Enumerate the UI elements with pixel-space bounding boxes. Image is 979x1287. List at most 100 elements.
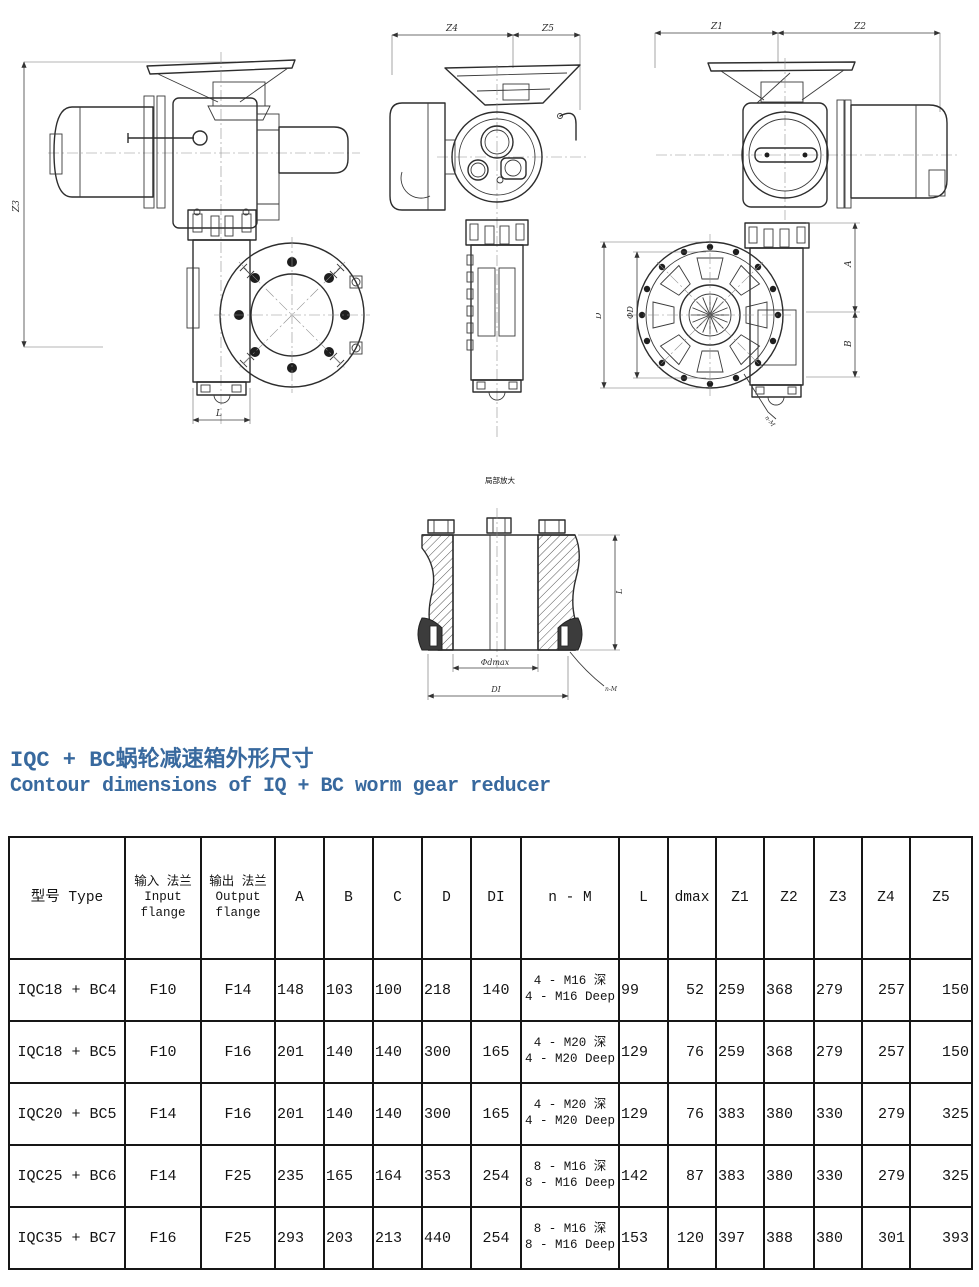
table-cell: 140 <box>372 1082 423 1146</box>
handwheel <box>146 59 296 75</box>
handwheel <box>707 61 856 72</box>
table-cell: 279 <box>861 1144 911 1208</box>
header-b: B <box>323 836 374 960</box>
table-cell: F10 <box>124 1020 202 1084</box>
table-cell: 8 - M16 深 8 - M16 Deep <box>520 1206 620 1270</box>
table-cell: 165 <box>470 1020 522 1084</box>
dim-label-z5: Z5 <box>541 24 554 34</box>
table-cell: 257 <box>861 1020 911 1084</box>
dim-label-z1: Z1 <box>710 22 723 32</box>
header-l: L <box>618 836 669 960</box>
dim-label-section-l: L <box>615 589 624 595</box>
table-cell: 259 <box>715 1020 765 1084</box>
table-cell: 150 <box>909 958 973 1022</box>
table-cell: 150 <box>909 1020 973 1084</box>
table-cell: 383 <box>715 1082 765 1146</box>
table-cell: 393 <box>909 1206 973 1270</box>
table-cell: F14 <box>124 1082 202 1146</box>
table-cell: 397 <box>715 1206 765 1270</box>
table-cell: 140 <box>323 1082 374 1146</box>
table-cell: 129 <box>618 1082 669 1146</box>
table-cell: 148 <box>274 958 325 1022</box>
table-cell: 388 <box>763 1206 815 1270</box>
table-cell: F16 <box>124 1206 202 1270</box>
table-cell: 293 <box>274 1206 325 1270</box>
table-cell: 142 <box>618 1144 669 1208</box>
table-cell: 4 - M20 深 4 - M20 Deep <box>520 1020 620 1084</box>
dimensions-table: 型号 Type 输入 法兰 Input flange 输出 法兰 Output … <box>8 836 973 1270</box>
table-cell: 4 - M20 深 4 - M20 Deep <box>520 1082 620 1146</box>
header-z4: Z4 <box>861 836 911 960</box>
title-chinese: IQC + BC蜗轮减速箱外形尺寸 <box>10 748 314 773</box>
dim-label-z3: Z3 <box>12 200 22 213</box>
table-cell: IQC18 + BC5 <box>8 1020 126 1084</box>
table-cell: 165 <box>470 1082 522 1146</box>
header-z2: Z2 <box>763 836 815 960</box>
table-cell: 254 <box>470 1144 522 1208</box>
table-cell: 279 <box>861 1082 911 1146</box>
table-cell: 100 <box>372 958 423 1022</box>
table-cell: 380 <box>763 1082 815 1146</box>
title-english: Contour dimensions of IQ + BC worm gear … <box>10 775 551 799</box>
table-cell: 201 <box>274 1020 325 1084</box>
table-cell: 353 <box>421 1144 472 1208</box>
header-z3: Z3 <box>813 836 863 960</box>
table-cell: 201 <box>274 1082 325 1146</box>
table-cell: 279 <box>813 1020 863 1084</box>
table-cell: IQC35 + BC7 <box>8 1206 126 1270</box>
table-cell: 164 <box>372 1144 423 1208</box>
dim-label-section-nm: n-M <box>605 686 618 693</box>
table-cell: 383 <box>715 1144 765 1208</box>
dim-label-phid: ΦD <box>626 305 635 319</box>
table-cell: 257 <box>861 958 911 1022</box>
table-cell: F16 <box>200 1082 276 1146</box>
table-cell: 300 <box>421 1020 472 1084</box>
table-cell: 8 - M16 深 8 - M16 Deep <box>520 1144 620 1208</box>
dim-label-b: B <box>844 340 854 348</box>
table-cell: 279 <box>813 958 863 1022</box>
table-cell: 76 <box>667 1020 717 1084</box>
table-cell: 218 <box>421 958 472 1022</box>
header-d: D <box>421 836 472 960</box>
table-cell: F25 <box>200 1144 276 1208</box>
header-type: 型号 Type <box>8 836 126 960</box>
header-z5: Z5 <box>909 836 973 960</box>
dim-label-z4: Z4 <box>445 24 458 34</box>
table-cell: 87 <box>667 1144 717 1208</box>
table-cell: 325 <box>909 1144 973 1208</box>
table-cell: F14 <box>124 1144 202 1208</box>
table-cell: 368 <box>763 1020 815 1084</box>
table-cell: 330 <box>813 1144 863 1208</box>
table-cell: 380 <box>813 1206 863 1270</box>
motor-housing <box>850 104 948 199</box>
table-cell: 380 <box>763 1144 815 1208</box>
header-a: A <box>274 836 325 960</box>
table-cell: 300 <box>421 1082 472 1146</box>
header-c: C <box>372 836 423 960</box>
table-cell: F14 <box>200 958 276 1022</box>
table-cell: 203 <box>323 1206 374 1270</box>
table-cell: 140 <box>470 958 522 1022</box>
table-cell: 4 - M16 深 4 - M16 Deep <box>520 958 620 1022</box>
dim-label-dmax: Φdmax <box>481 658 510 667</box>
section-title: IQC + BC蜗轮减速箱外形尺寸 Contour dimensions of … <box>10 748 551 799</box>
table-cell: F10 <box>124 958 202 1022</box>
table-cell: 76 <box>667 1082 717 1146</box>
dim-label-d: D <box>596 312 603 320</box>
control-face <box>451 111 543 203</box>
actuator-right-side-view-drawing: Z1 Z2 A B <box>596 22 958 429</box>
table-cell: 120 <box>667 1206 717 1270</box>
table-cell: IQC25 + BC6 <box>8 1144 126 1208</box>
header-di: DI <box>470 836 522 960</box>
table-cell: 165 <box>323 1144 374 1208</box>
actuator-front-view-drawing: Z4 Z5 <box>389 24 587 440</box>
header-input-flange: 输入 法兰 Input flange <box>124 836 202 960</box>
section-caption: 局部放大 <box>485 475 515 485</box>
